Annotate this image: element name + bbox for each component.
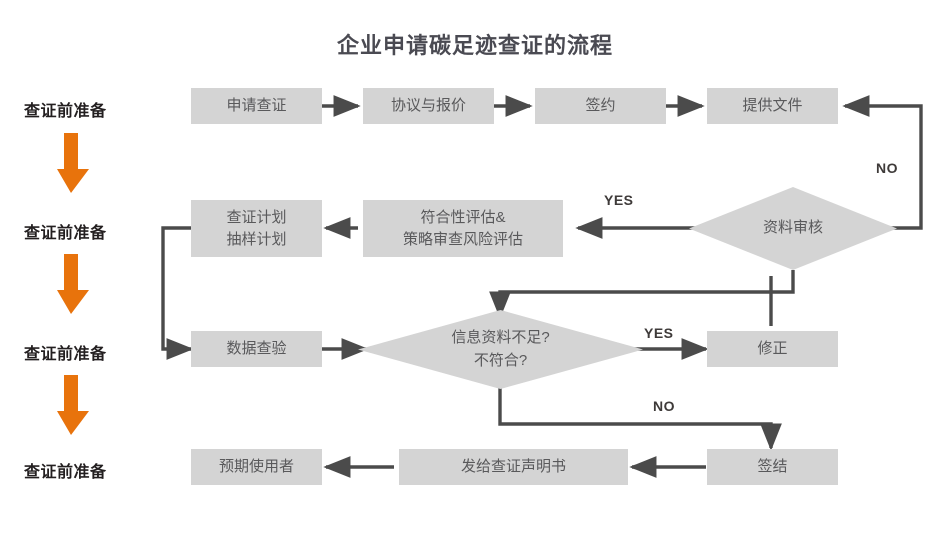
node-agreement[interactable]: 协议与报价 <box>363 88 494 124</box>
stage-arrow-2-icon <box>57 254 89 314</box>
edge-label-no-bottom: NO <box>653 398 675 414</box>
node-contract[interactable]: 签约 <box>535 88 666 124</box>
node-apply[interactable]: 申请查证 <box>191 88 322 124</box>
node-correction[interactable]: 修正 <box>707 331 838 367</box>
node-document-review[interactable]: 资料审核 <box>689 187 897 270</box>
node-verification-plan[interactable]: 查证计划 抽样计划 <box>191 200 322 257</box>
node-intended-user[interactable]: 预期使用者 <box>191 449 322 485</box>
node-data-check[interactable]: 数据查验 <box>191 331 322 367</box>
node-closure[interactable]: 签结 <box>707 449 838 485</box>
stage-label-4: 查证前准备 <box>24 464 107 481</box>
node-assessment[interactable]: 符合性评估& 策略审查风险评估 <box>363 200 563 257</box>
stage-arrow-3-icon <box>57 375 89 435</box>
node-insufficient-decision[interactable]: 信息资料不足? 不符合? <box>358 310 643 389</box>
stage-label-1: 查证前准备 <box>24 103 107 120</box>
node-verification-plan-line1: 查证计划 <box>226 208 287 226</box>
node-document-review-label: 资料审核 <box>762 219 823 237</box>
node-insufficient-line1: 信息资料不足? <box>451 329 550 346</box>
node-assessment-line1: 符合性评估& <box>420 208 506 226</box>
stage-label-3: 查证前准备 <box>24 346 107 363</box>
node-assessment-line2: 策略审查风险评估 <box>402 230 523 248</box>
node-issue-statement[interactable]: 发给查证声明书 <box>399 449 628 485</box>
stage-arrow-1-icon <box>57 133 89 193</box>
stage-label-2: 查证前准备 <box>24 225 107 242</box>
node-insufficient-line2: 不符合? <box>473 351 528 369</box>
edge-label-no-top: NO <box>876 160 898 176</box>
node-verification-plan-line2: 抽样计划 <box>226 230 287 248</box>
node-provide-docs[interactable]: 提供文件 <box>707 88 838 124</box>
edge-label-yes-insufficient: YES <box>644 325 674 341</box>
page-title: 企业申请碳足迹查证的流程 <box>336 33 613 58</box>
edge-label-yes-review: YES <box>604 192 634 208</box>
